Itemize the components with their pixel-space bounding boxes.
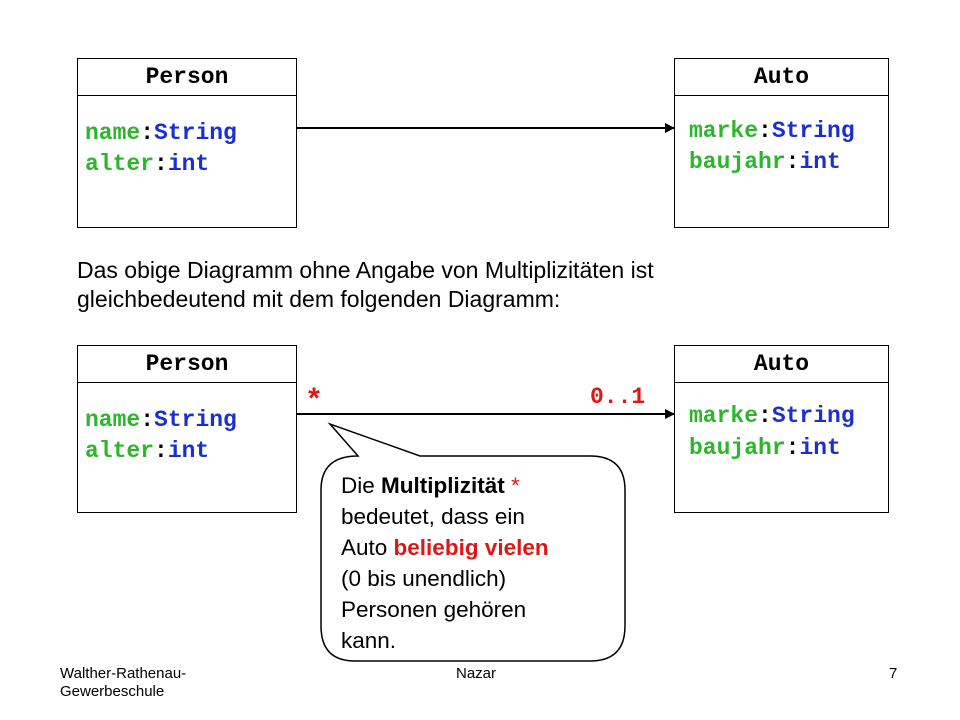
class-box-auto-top: Auto — [674, 58, 889, 228]
explanation-line-2: gleichbedeutend mit dem folgenden Diagra… — [77, 286, 561, 312]
attribute-baujahr: baujahr:int — [689, 435, 841, 461]
callout-bubble — [320, 422, 626, 662]
attribute-alter: alter:int — [85, 438, 210, 464]
footer-school: Walther-Rathenau- Gewerbeschule — [60, 665, 187, 700]
class-box-auto-bottom: Auto — [674, 345, 889, 513]
callout-line-6: kann. — [341, 628, 397, 653]
callout-line-3: Auto beliebig vielen — [341, 535, 549, 560]
footer-page-number: 7 — [889, 665, 898, 682]
callout-line-5: Personen gehören — [341, 597, 527, 622]
class-box-person-top: Person — [77, 58, 297, 228]
explanation-line-1: Das obige Diagramm ohne Angabe von Multi… — [77, 257, 654, 283]
class-box-person-bottom: Person — [77, 345, 297, 513]
class-title: Person — [78, 59, 296, 96]
callout-line-4: (0 bis unendlich) — [341, 566, 507, 591]
callout-line-2: bedeutet, dass ein — [341, 504, 525, 529]
multiplicity-auto: 0..1 — [590, 384, 646, 410]
attribute-baujahr: baujahr:int — [689, 149, 841, 175]
footer-author: Nazar — [456, 665, 497, 682]
attribute-marke: marke:String — [689, 118, 855, 144]
attribute-alter: alter:int — [85, 151, 210, 177]
multiplicity-person: * — [305, 385, 324, 419]
callout-text: Die Multiplizität * bedeutet, dass ein A… — [341, 470, 611, 656]
attribute-name: name:String — [85, 407, 237, 433]
class-title: Person — [78, 346, 296, 383]
class-title: Auto — [675, 346, 888, 383]
class-title: Auto — [675, 59, 888, 96]
attribute-name: name:String — [85, 120, 237, 146]
attribute-marke: marke:String — [689, 403, 855, 429]
callout-line-1: Die Multiplizität * — [341, 473, 520, 498]
